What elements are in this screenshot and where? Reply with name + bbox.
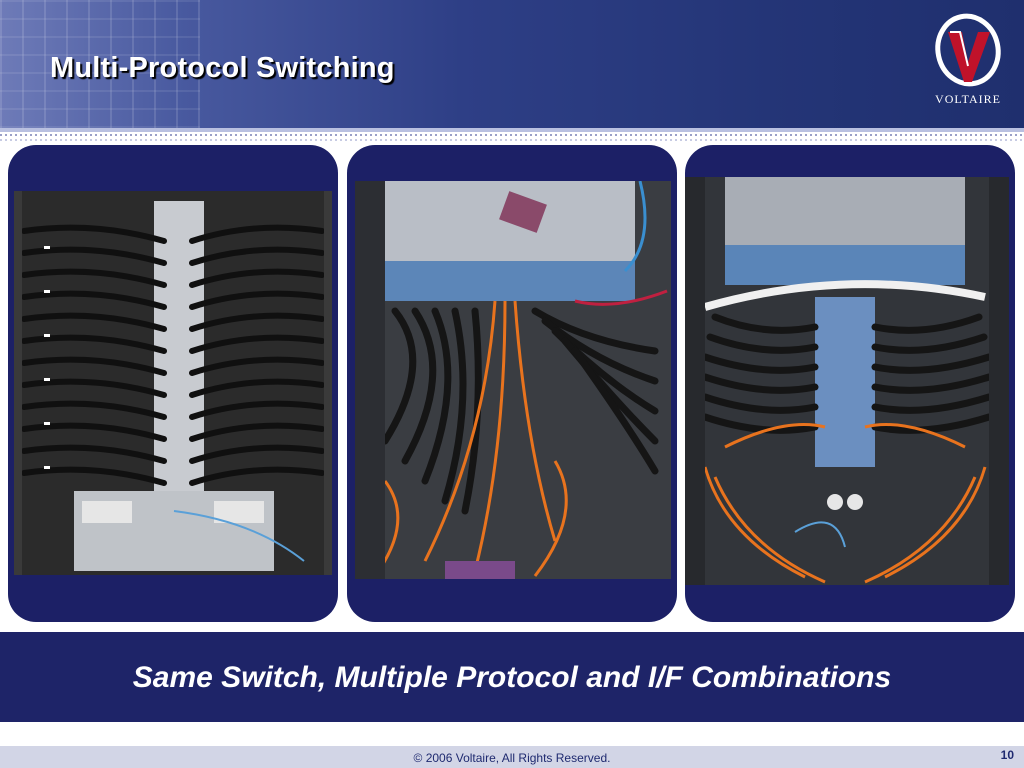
voltaire-logo: VOLTAIRE bbox=[928, 10, 1008, 115]
photo-panel-2 bbox=[347, 145, 677, 622]
slide-header: Multi-Protocol Switching VOLTAIRE bbox=[0, 0, 1024, 128]
slide-title: Multi-Protocol Switching bbox=[50, 52, 395, 84]
rack-photo-icon bbox=[14, 191, 332, 575]
copyright-text: © 2006 Voltaire, All Rights Reserved. bbox=[413, 751, 611, 765]
slide-caption: Same Switch, Multiple Protocol and I/F C… bbox=[132, 661, 892, 694]
rack-photo-icon bbox=[685, 177, 1009, 585]
photo-panel-3 bbox=[685, 145, 1015, 622]
header-dotted-rule bbox=[0, 132, 1024, 142]
header-rule bbox=[0, 128, 1024, 132]
photo-panel-1 bbox=[8, 145, 338, 622]
caption-band bbox=[0, 632, 1024, 722]
header-grid-decoration bbox=[0, 0, 200, 128]
rack-photo-icon bbox=[355, 181, 671, 579]
voltaire-v-logo-icon bbox=[935, 13, 1001, 87]
page-number: 10 bbox=[1000, 748, 1014, 762]
logo-text: VOLTAIRE bbox=[935, 92, 1001, 106]
slide-footer bbox=[0, 746, 1024, 768]
